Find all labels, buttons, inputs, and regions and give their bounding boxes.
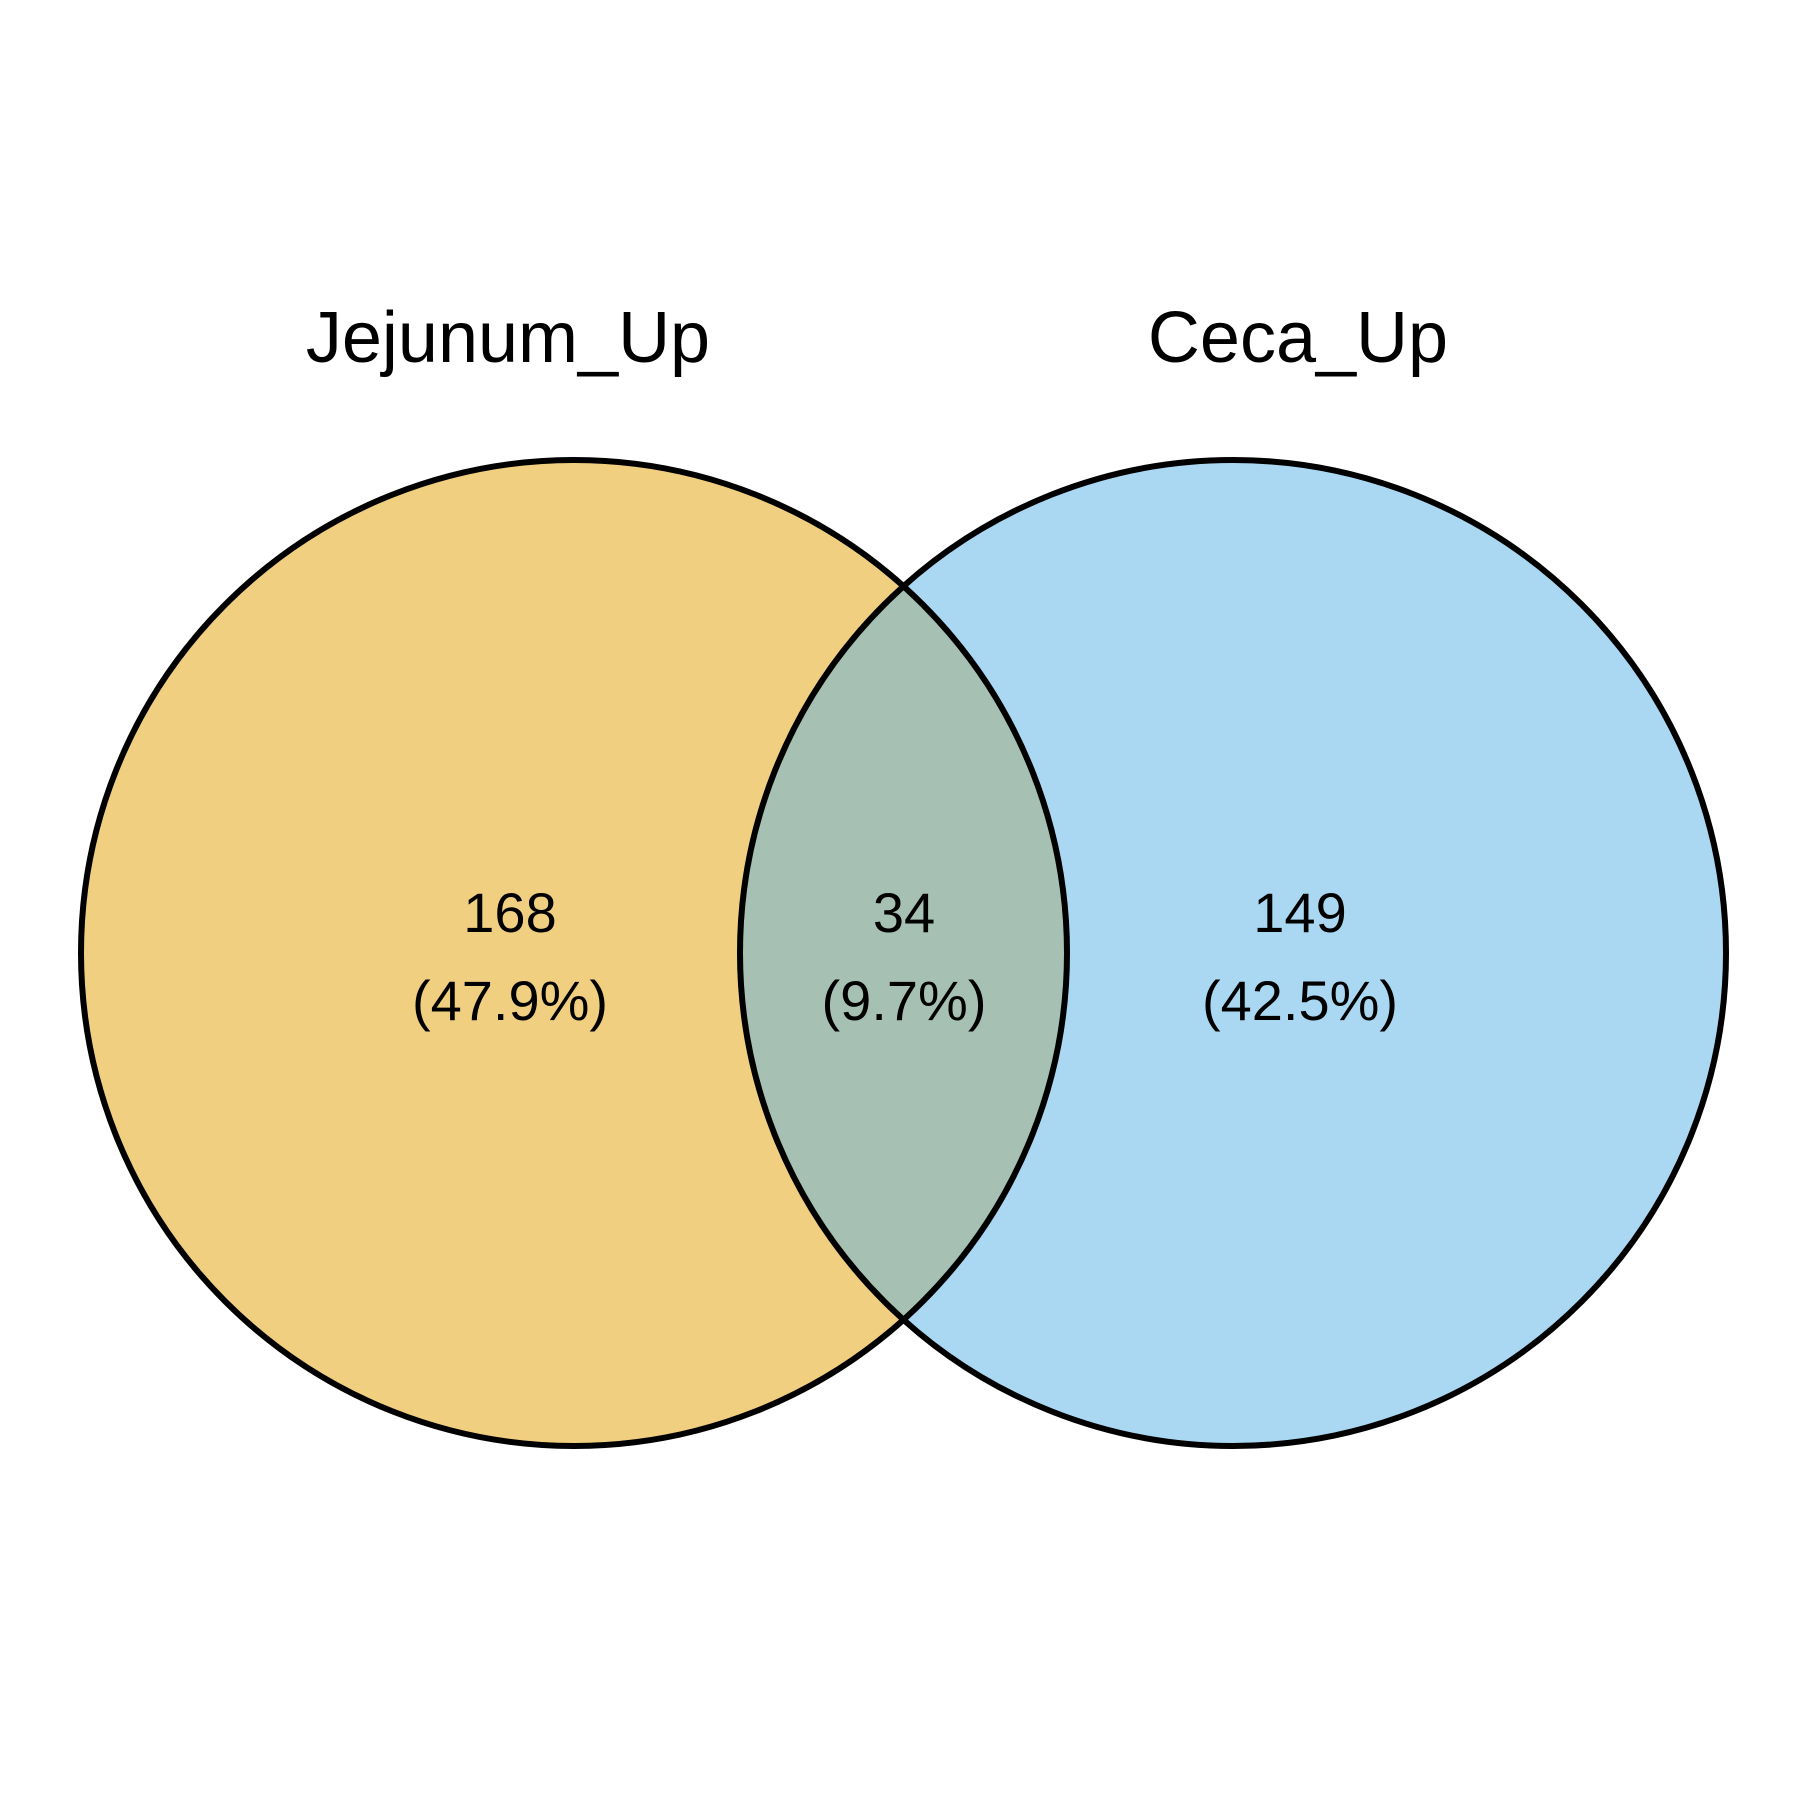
right-only-count: 149 (1253, 881, 1346, 944)
set-ceca-outline (737, 457, 1729, 1449)
intersection-region (740, 460, 1067, 1446)
intersection-count: 34 (873, 881, 935, 944)
set-label-jejunum: Jejunum_Up (306, 298, 710, 378)
intersection-percent: (9.7%) (822, 969, 987, 1032)
right-only-percent: (42.5%) (1202, 969, 1398, 1032)
left-only-percent: (47.9%) (412, 969, 608, 1032)
set-jejunum-outline (78, 457, 1070, 1449)
set-label-ceca: Ceca_Up (1148, 298, 1448, 378)
left-only-count: 168 (463, 881, 556, 944)
